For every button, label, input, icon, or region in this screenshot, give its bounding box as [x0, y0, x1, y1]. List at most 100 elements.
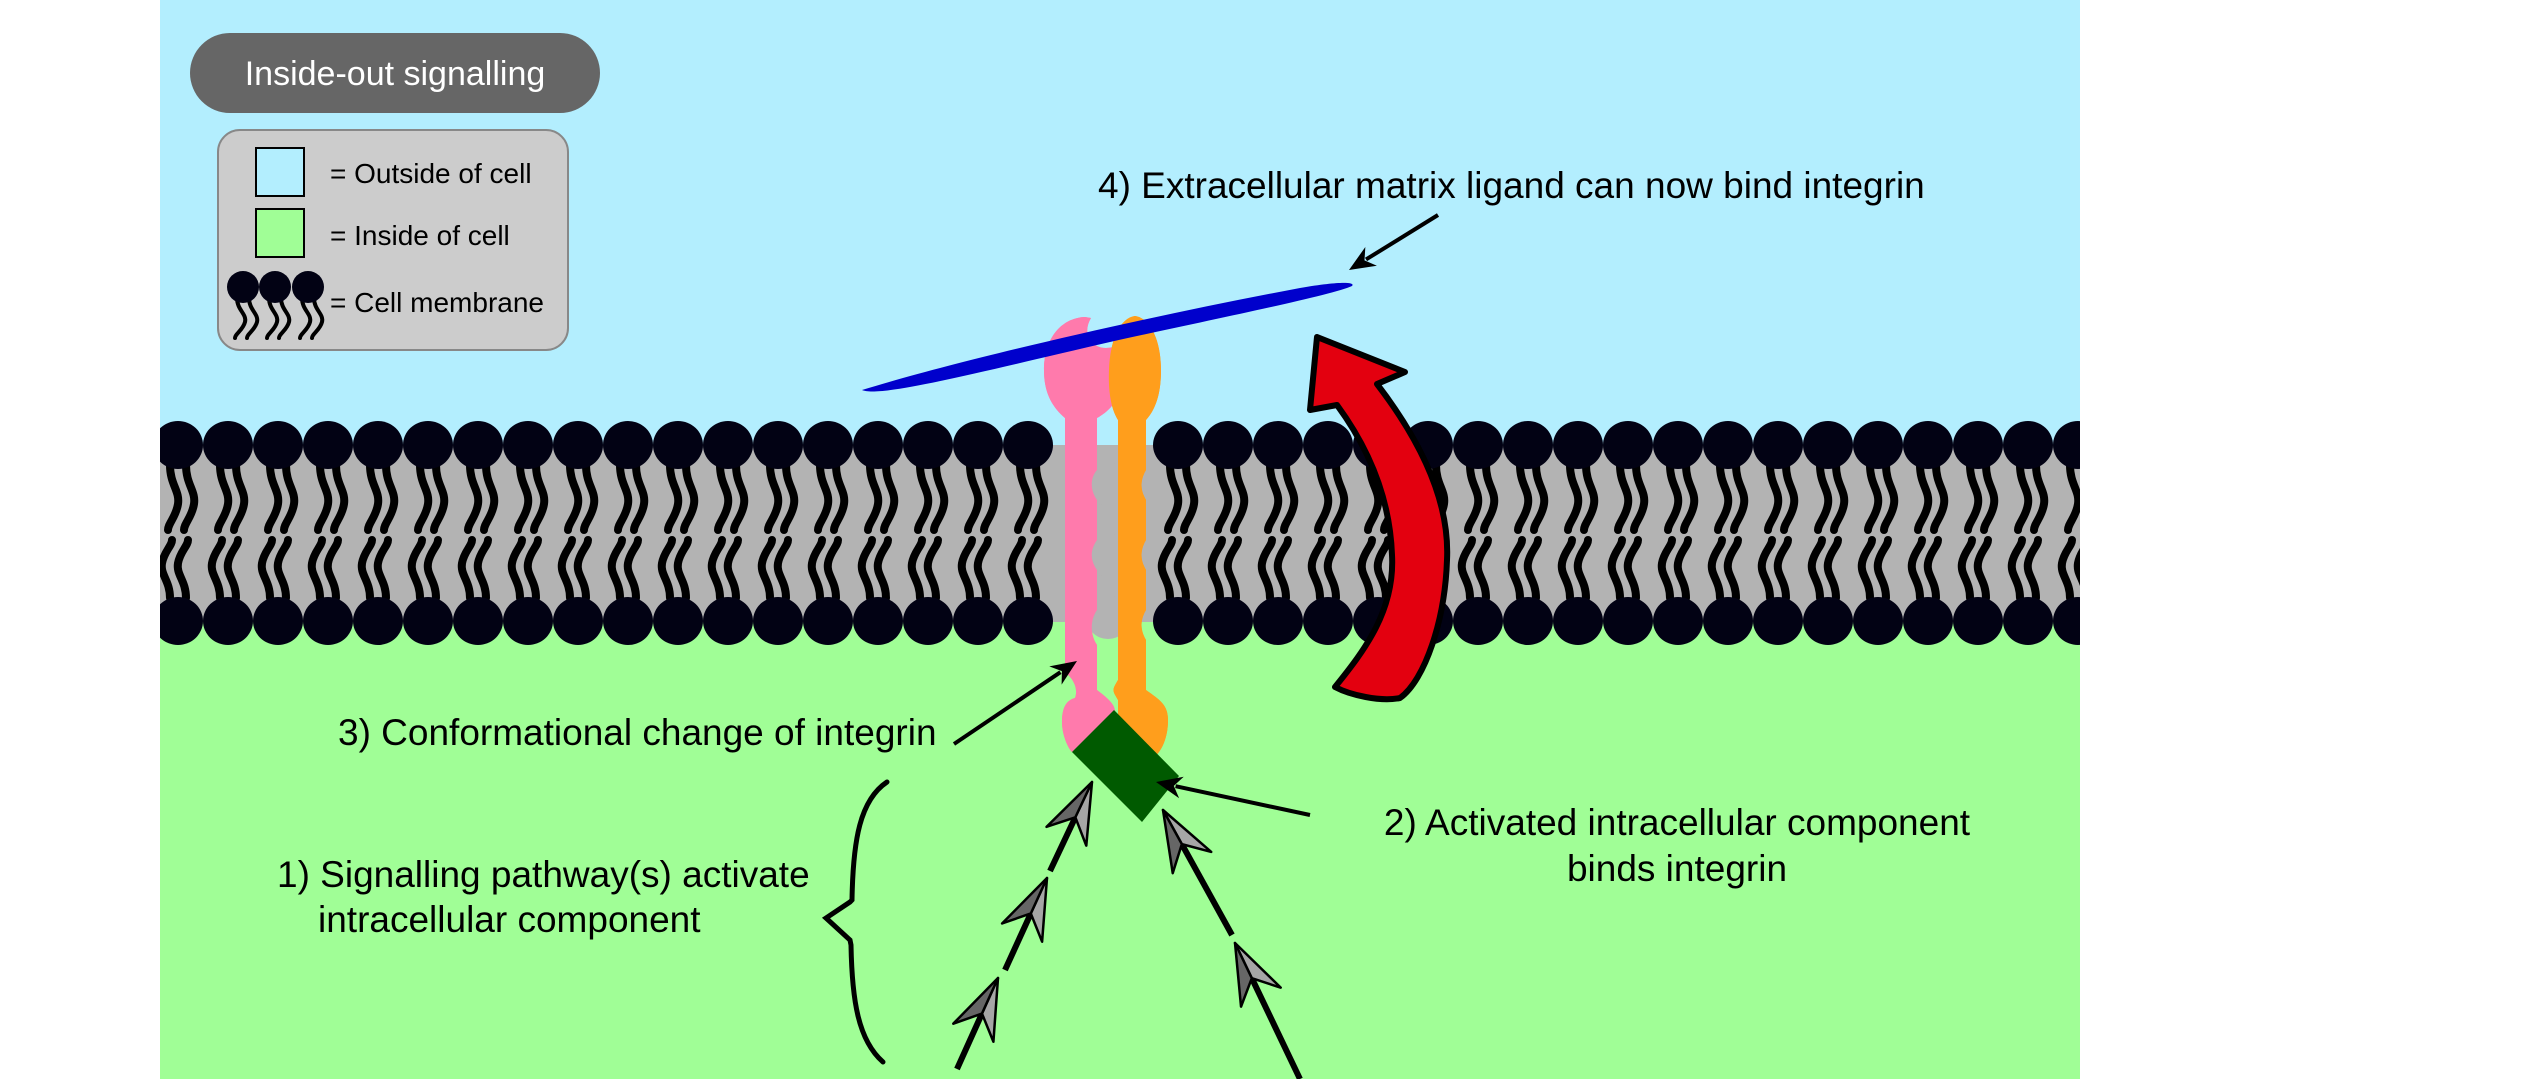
lipid-head: [203, 597, 253, 645]
lipid-head: [1553, 421, 1603, 469]
lipid-tail: [1957, 536, 1976, 602]
lipid-head: [1653, 597, 1703, 645]
lipid-head: [853, 597, 903, 645]
lipid-tail: [1773, 536, 1792, 602]
lipid-tail: [298, 296, 313, 340]
lipid-head: [403, 597, 453, 645]
lipid-tail: [1473, 536, 1492, 602]
lipid-head: [253, 421, 303, 469]
lipid-tail: [2064, 461, 2080, 534]
lipid-tail: [480, 461, 499, 534]
lipid-head: [2003, 421, 2053, 469]
lipid-tail: [160, 536, 176, 602]
title-text: Inside-out signalling: [245, 55, 546, 93]
lipid-head: [1903, 421, 1953, 469]
lipid-tail: [607, 536, 626, 602]
step1-label-line1: 1) Signalling pathway(s) activate: [277, 854, 810, 895]
lipid-head: [603, 597, 653, 645]
lipid-tail: [1314, 461, 1333, 534]
lipid-head: [1303, 597, 1353, 645]
lipid-tail: [1730, 461, 1749, 534]
lipid-head: [1703, 597, 1753, 645]
title-badge: Inside-out signalling: [190, 33, 600, 113]
lipid-tail: [1214, 461, 1233, 534]
lipid-head: [403, 421, 453, 469]
lipid-head: [227, 271, 259, 303]
lipid-tail: [1257, 536, 1276, 602]
lipid-tail: [207, 536, 226, 602]
lipid-tail: [1873, 536, 1892, 602]
lipid-tail: [573, 536, 592, 602]
lipid-head: [903, 421, 953, 469]
lipid-tail: [407, 536, 426, 602]
lipid-head: [553, 597, 603, 645]
lipid-head: [453, 597, 503, 645]
lipid-tail: [1714, 461, 1733, 534]
lipid-head: [303, 421, 353, 469]
lipid-head: [1203, 421, 1253, 469]
lipid-tail: [764, 461, 783, 534]
lipid-head: [903, 597, 953, 645]
lipid-tail: [1923, 536, 1942, 602]
lipid-head: [160, 421, 203, 469]
lipid-tail: [1657, 536, 1676, 602]
lipid-tail: [964, 461, 983, 534]
lipid-tail: [980, 461, 999, 534]
curly-brace-icon: [821, 779, 890, 1065]
lipid-tail: [857, 536, 876, 602]
lipid-head: [2053, 421, 2080, 469]
lipid-tail: [264, 461, 283, 534]
step2-pointer-shaft: [1175, 784, 1311, 817]
lipid-tail: [273, 536, 292, 602]
lipid-tail: [280, 461, 299, 534]
lipid-tail: [1007, 536, 1026, 602]
lipid-tail: [223, 536, 242, 602]
lipid-tail: [1680, 461, 1699, 534]
lipid-head: [1603, 597, 1653, 645]
lipid-tail: [1264, 461, 1283, 534]
lipid-tail: [310, 296, 325, 340]
lipid-head: [1903, 597, 1953, 645]
legend: = Outside of cell = Inside of cell = Cel…: [217, 129, 569, 351]
lipid-tail: [423, 536, 442, 602]
lipid-head: [753, 421, 803, 469]
lipid-tail: [557, 536, 576, 602]
lipid-head: [1553, 597, 1603, 645]
step3-label: 3) Conformational change of integrin: [338, 712, 937, 753]
lipid-tail: [2014, 461, 2033, 534]
lipid-tail: [757, 536, 776, 602]
lipid-head: [1703, 421, 1753, 469]
lipid-head: [653, 421, 703, 469]
lipid-tail: [830, 461, 849, 534]
step1-label-line2: intracellular component: [318, 899, 701, 940]
lipid-tail: [230, 461, 249, 534]
lipid-head: [353, 421, 403, 469]
lipid-head: [953, 597, 1003, 645]
lipid-tail: [2057, 536, 2076, 602]
phospholipid-icon: [227, 271, 325, 340]
lipid-tail: [1857, 536, 1876, 602]
lipid-tail: [245, 296, 260, 340]
lipid-tail: [1464, 461, 1483, 534]
signal-arrowhead-shade: [1000, 876, 1049, 925]
lipid-tail: [1014, 461, 1033, 534]
lipid-tail: [1807, 536, 1826, 602]
legend-label-outside: = Outside of cell: [330, 158, 532, 189]
lipid-tail: [707, 536, 726, 602]
signal-arrowhead-shade: [1161, 808, 1184, 875]
lipid-head: [1003, 421, 1053, 469]
signal-arrowhead-shade: [1045, 780, 1094, 829]
lipid-tail: [464, 461, 483, 534]
lipid-head: [1953, 597, 2003, 645]
lipid-tail: [564, 461, 583, 534]
lipid-tail: [1630, 461, 1649, 534]
lipid-tail: [457, 536, 476, 602]
lipid-tail: [257, 536, 276, 602]
step4-pointer-shaft: [1364, 213, 1440, 262]
lipid-tail: [723, 536, 742, 602]
lipid-tail: [1273, 536, 1292, 602]
lipid-tail: [1173, 536, 1192, 602]
lipid-tail: [1207, 536, 1226, 602]
lipid-tail: [1764, 461, 1783, 534]
lipid-tail: [714, 461, 733, 534]
